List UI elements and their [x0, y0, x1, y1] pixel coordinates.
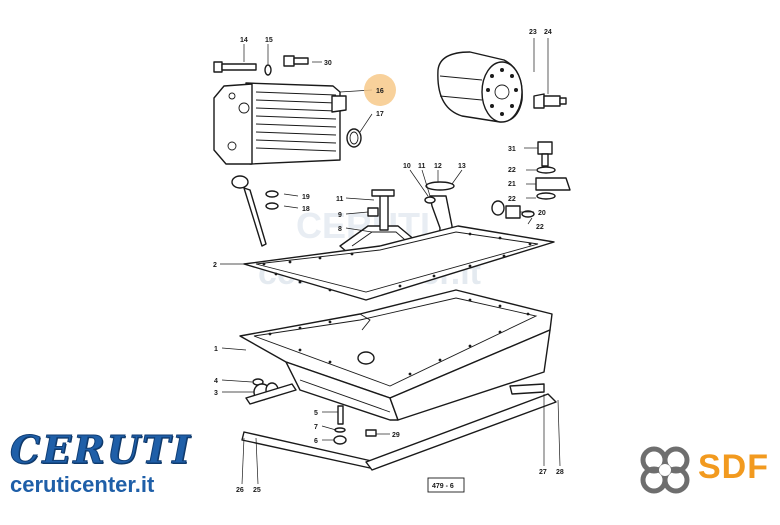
o-ring-17: [346, 128, 362, 148]
label-31: 31: [508, 146, 516, 153]
label-22b: 22: [508, 196, 516, 203]
sdf-logo-text: SDF: [698, 448, 769, 486]
label-8: 8: [338, 226, 342, 233]
label-16: 16: [376, 88, 384, 95]
screw-30: [283, 55, 309, 67]
label-17: 17: [376, 111, 384, 118]
part-labels: 14 15 30 16 17 23 24 31 22 21 22 20 22 1…: [213, 29, 564, 494]
sdf-swirl-icon: [640, 446, 690, 494]
banjo-fitting-21: [535, 166, 571, 200]
drawing-reference: 479 - 6: [427, 477, 465, 493]
label-11a: 11: [418, 163, 426, 170]
label-29: 29: [392, 432, 400, 439]
label-19: 19: [302, 194, 310, 201]
plug-29: [365, 429, 377, 437]
label-15: 15: [265, 37, 273, 44]
label-23: 23: [529, 29, 537, 36]
sdf-branding: SDF: [640, 444, 780, 496]
washer-7: [334, 427, 346, 433]
dipstick: [231, 175, 267, 247]
label-1: 1: [214, 346, 218, 353]
filter-nipple: [533, 93, 567, 109]
bolt-14: [213, 61, 257, 73]
plug-20: [491, 200, 535, 219]
washer-15: [264, 64, 272, 76]
ceruti-website: ceruticenter.it: [10, 472, 155, 497]
label-18: 18: [302, 206, 310, 213]
label-22c: 22: [536, 224, 544, 231]
label-21: 21: [508, 181, 516, 188]
label-28: 28: [556, 469, 564, 476]
label-12: 12: [434, 163, 442, 170]
oil-cooler: [213, 82, 347, 165]
label-26: 26: [236, 487, 244, 494]
pan-gasket: [243, 225, 555, 301]
leader-lines: [220, 38, 561, 485]
label-6: 6: [314, 438, 318, 445]
label-9: 9: [338, 212, 342, 219]
seal-19-18: [265, 190, 279, 210]
highlight-marker: [364, 74, 396, 106]
label-30: 30: [324, 60, 332, 67]
label-11b: 11: [336, 196, 344, 203]
ceruti-logo: CERUTI: [10, 427, 192, 472]
banjo-bolt-31: [537, 141, 553, 167]
oil-filter: [437, 51, 523, 123]
label-7: 7: [314, 424, 318, 431]
label-14: 14: [240, 37, 248, 44]
label-24: 24: [544, 29, 552, 36]
label-10: 10: [403, 163, 411, 170]
label-3: 3: [214, 390, 218, 397]
label-25: 25: [253, 487, 261, 494]
drawing-reference-text: 479 - 6: [432, 483, 454, 490]
stud-5: [337, 405, 344, 425]
nut-6: [333, 435, 347, 445]
ceruti-branding: CERUTI ceruticenter.it: [10, 427, 240, 498]
label-27: 27: [539, 469, 547, 476]
label-13: 13: [458, 163, 466, 170]
label-22a: 22: [508, 167, 516, 174]
oil-pan: [239, 289, 553, 421]
label-4: 4: [214, 378, 218, 385]
gasket-strip-27-28: [365, 383, 557, 471]
label-2: 2: [213, 262, 217, 269]
label-5: 5: [314, 410, 318, 417]
label-20: 20: [538, 210, 546, 217]
